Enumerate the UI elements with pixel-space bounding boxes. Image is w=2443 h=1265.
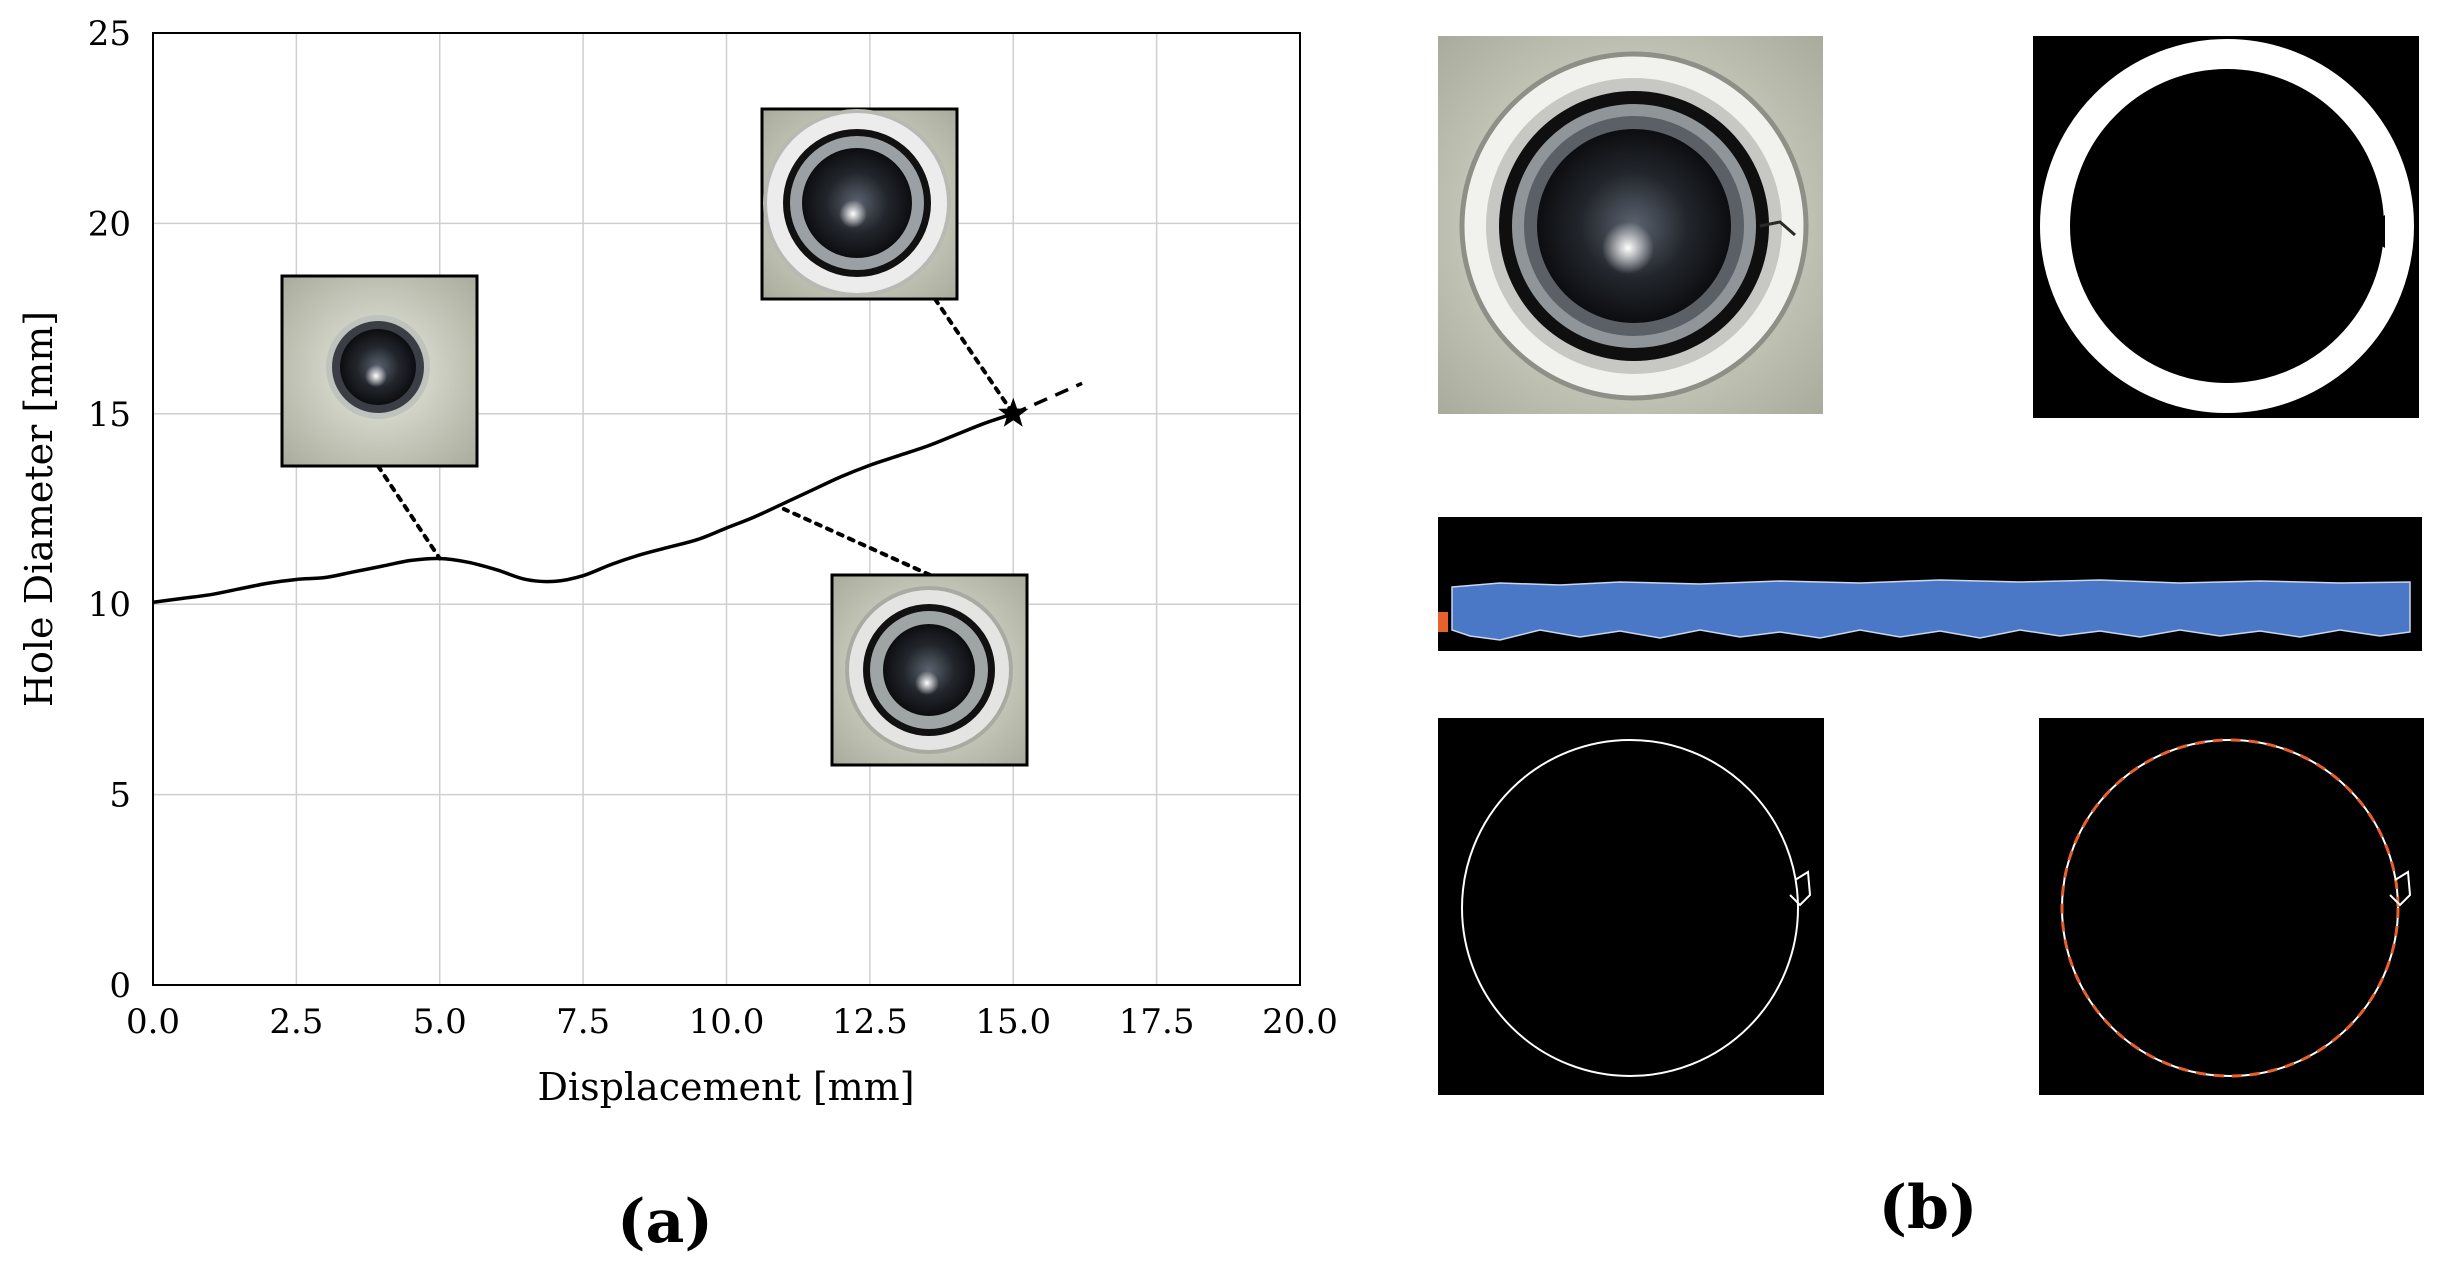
inset-photo-large-hole	[760, 107, 959, 301]
x-tick-label: 2.5	[269, 1002, 323, 1042]
inset-photo-small-hole	[280, 274, 479, 468]
plot-frame	[152, 32, 1301, 986]
y-tick-label: 20	[88, 204, 131, 244]
series-line-hole-diameter	[153, 412, 1014, 605]
y-tick-label: 15	[88, 395, 131, 435]
leader-line	[933, 297, 1016, 416]
x-tick-label: 5.0	[413, 1002, 467, 1042]
panel-label-a: (a)	[617, 1187, 713, 1257]
y-tick-label: 25	[88, 14, 131, 54]
chart-grid	[152, 32, 1301, 986]
x-tick-label: 0.0	[126, 1002, 180, 1042]
star-marker	[998, 397, 1029, 427]
inset-leader-lines	[376, 297, 1016, 577]
panel-b-image-steps: (b)	[1438, 36, 2424, 1243]
y-tick-label: 10	[88, 585, 131, 625]
x-axis-ticks: 0.0 2.5 5.0 7.5 10.0 12.5 15.0 17.5 20.0	[126, 1002, 1338, 1042]
y-axis-ticks: 0 5 10 15 20 25	[88, 14, 131, 1006]
y-axis-label: Hole Diameter [mm]	[17, 311, 61, 707]
y-tick-label: 0	[109, 966, 131, 1006]
series-line-extrapolation	[1012, 381, 1083, 416]
x-tick-label: 10.0	[689, 1002, 765, 1042]
image-edge-detection	[1438, 718, 1824, 1095]
y-tick-label: 5	[109, 776, 131, 816]
image-original-photo	[1438, 36, 1823, 414]
image-binary-mask	[2033, 36, 2419, 418]
image-fitted-circle	[2039, 718, 2424, 1095]
x-tick-label: 17.5	[1119, 1002, 1195, 1042]
inset-photo-medium-hole	[830, 573, 1029, 767]
leader-line	[781, 507, 932, 577]
image-unwrapped-strip	[1438, 517, 2422, 651]
x-axis-label: Displacement [mm]	[537, 1065, 914, 1109]
panel-label-b: (b)	[1879, 1173, 1978, 1243]
leader-line	[376, 464, 442, 561]
panel-a-chart: 0.0 2.5 5.0 7.5 10.0 12.5 15.0 17.5 20.0 0 5 10 15 2…	[17, 14, 1338, 1257]
x-tick-label: 20.0	[1262, 1002, 1338, 1042]
x-tick-label: 7.5	[556, 1002, 610, 1042]
x-tick-label: 15.0	[975, 1002, 1051, 1042]
x-tick-label: 12.5	[832, 1002, 908, 1042]
